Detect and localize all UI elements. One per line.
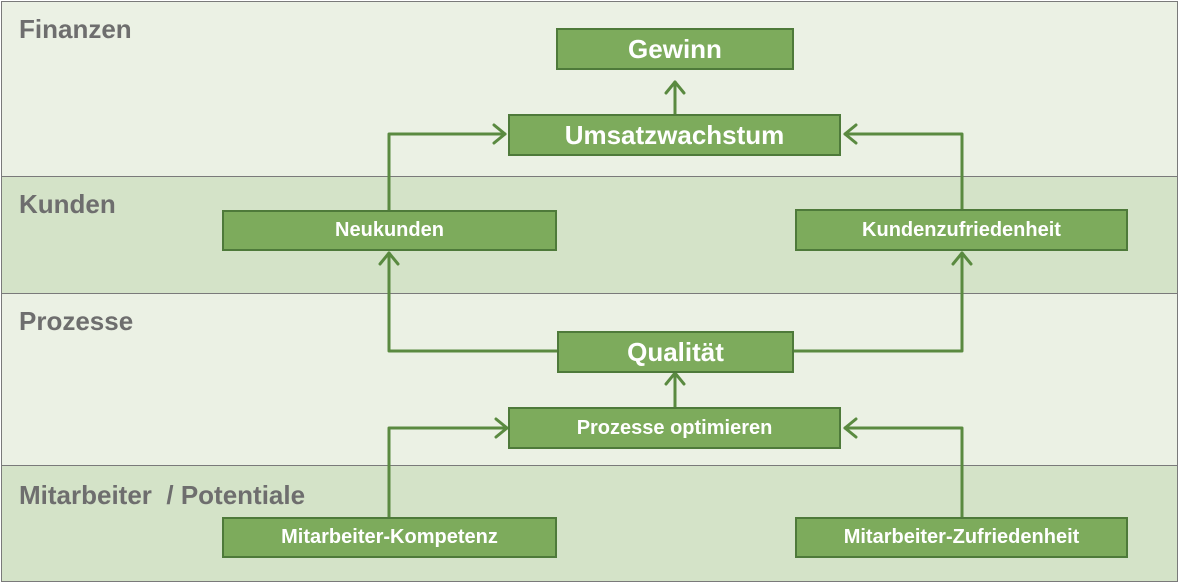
node-mitarbeiter-kompetenz: Mitarbeiter-Kompetenz — [222, 517, 557, 558]
band-label-finanzen: Finanzen — [19, 14, 132, 44]
node-mitarbeiter-zufriedenheit: Mitarbeiter-Zufriedenheit — [795, 517, 1128, 558]
node-kundenzufriedenheit: Kundenzufriedenheit — [795, 209, 1128, 251]
band-label-prozesse: Prozesse — [19, 306, 134, 336]
band-label-kunden: Kunden — [19, 189, 116, 219]
node-neukunden: Neukunden — [222, 210, 557, 251]
node-qualitaet: Qualität — [557, 331, 794, 373]
node-prozesse-optimieren: Prozesse optimieren — [508, 407, 841, 449]
node-gewinn: Gewinn — [556, 28, 794, 70]
band-label-mitarbeiter: Mitarbeiter / Potentiale — [19, 480, 306, 510]
node-umsatzwachstum: Umsatzwachstum — [508, 114, 841, 156]
